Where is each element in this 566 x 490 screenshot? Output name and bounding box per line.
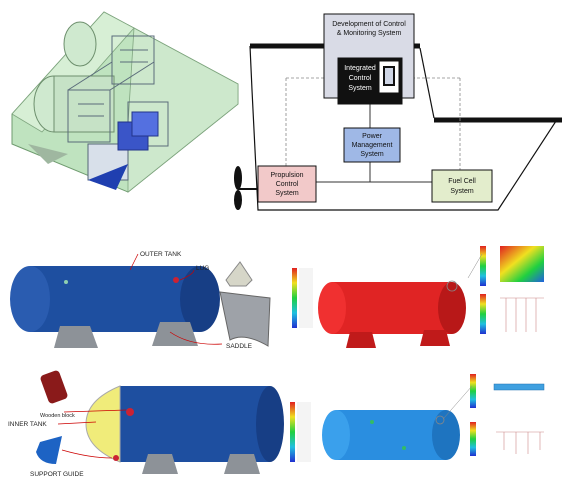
power-line3: System xyxy=(360,151,384,158)
tank-analysis-figure: OUTER TANK LUG SADDLE xyxy=(0,236,566,485)
saddle-part xyxy=(219,291,271,347)
wooden-block-label: Wooden block xyxy=(40,413,75,419)
propulsion-line1: Propulsion xyxy=(270,172,303,179)
integrated-control-system-box: Integrated Control System xyxy=(337,57,403,105)
inner-stress-color-legend xyxy=(290,402,311,462)
lug-part xyxy=(225,261,253,287)
support-guide-part xyxy=(36,436,62,464)
integrated-line2: Control xyxy=(349,75,372,82)
fuelcell-line1: Fuel Cell xyxy=(448,178,476,185)
propulsion-control-box: Propulsion Control System xyxy=(257,165,317,203)
support-guide-label: SUPPORT GUIDE xyxy=(30,471,84,478)
stress-color-legend xyxy=(292,268,313,328)
control-system-diagram: Development of Control & Monitoring Syst… xyxy=(228,0,566,220)
integrated-line1: Integrated xyxy=(344,65,376,72)
propeller-icon xyxy=(234,166,260,210)
outer-tank-label: OUTER TANK xyxy=(140,251,182,258)
power-line1: Power xyxy=(362,133,383,140)
outer-tank-stress-result xyxy=(318,280,466,348)
integrated-line3: System xyxy=(348,85,372,92)
dev-title-line1: Development of Control xyxy=(332,21,406,28)
dev-title-line2: & Monitoring System xyxy=(337,30,402,37)
support-detail-plot xyxy=(443,374,545,456)
outer-tank-model xyxy=(10,266,220,348)
power-management-box: Power Management System xyxy=(343,127,401,163)
fuelcell-line2: System xyxy=(450,188,474,195)
lug-detail-plot xyxy=(467,246,544,334)
saddle-label: SADDLE xyxy=(226,343,253,350)
lug-label: LUG xyxy=(196,265,209,272)
engine-room-3d-render xyxy=(8,4,240,194)
monitor-icon xyxy=(379,61,399,93)
inner-tank-model xyxy=(85,385,284,474)
fuel-cell-box: Fuel Cell System xyxy=(431,169,493,203)
inner-tank-label: INNER TANK xyxy=(8,421,47,428)
inner-tank-stress-result xyxy=(322,410,460,460)
propulsion-line3: System xyxy=(275,190,299,197)
propulsion-line2: Control xyxy=(276,181,299,188)
wooden-block-part xyxy=(40,370,68,404)
power-line2: Management xyxy=(352,142,393,149)
